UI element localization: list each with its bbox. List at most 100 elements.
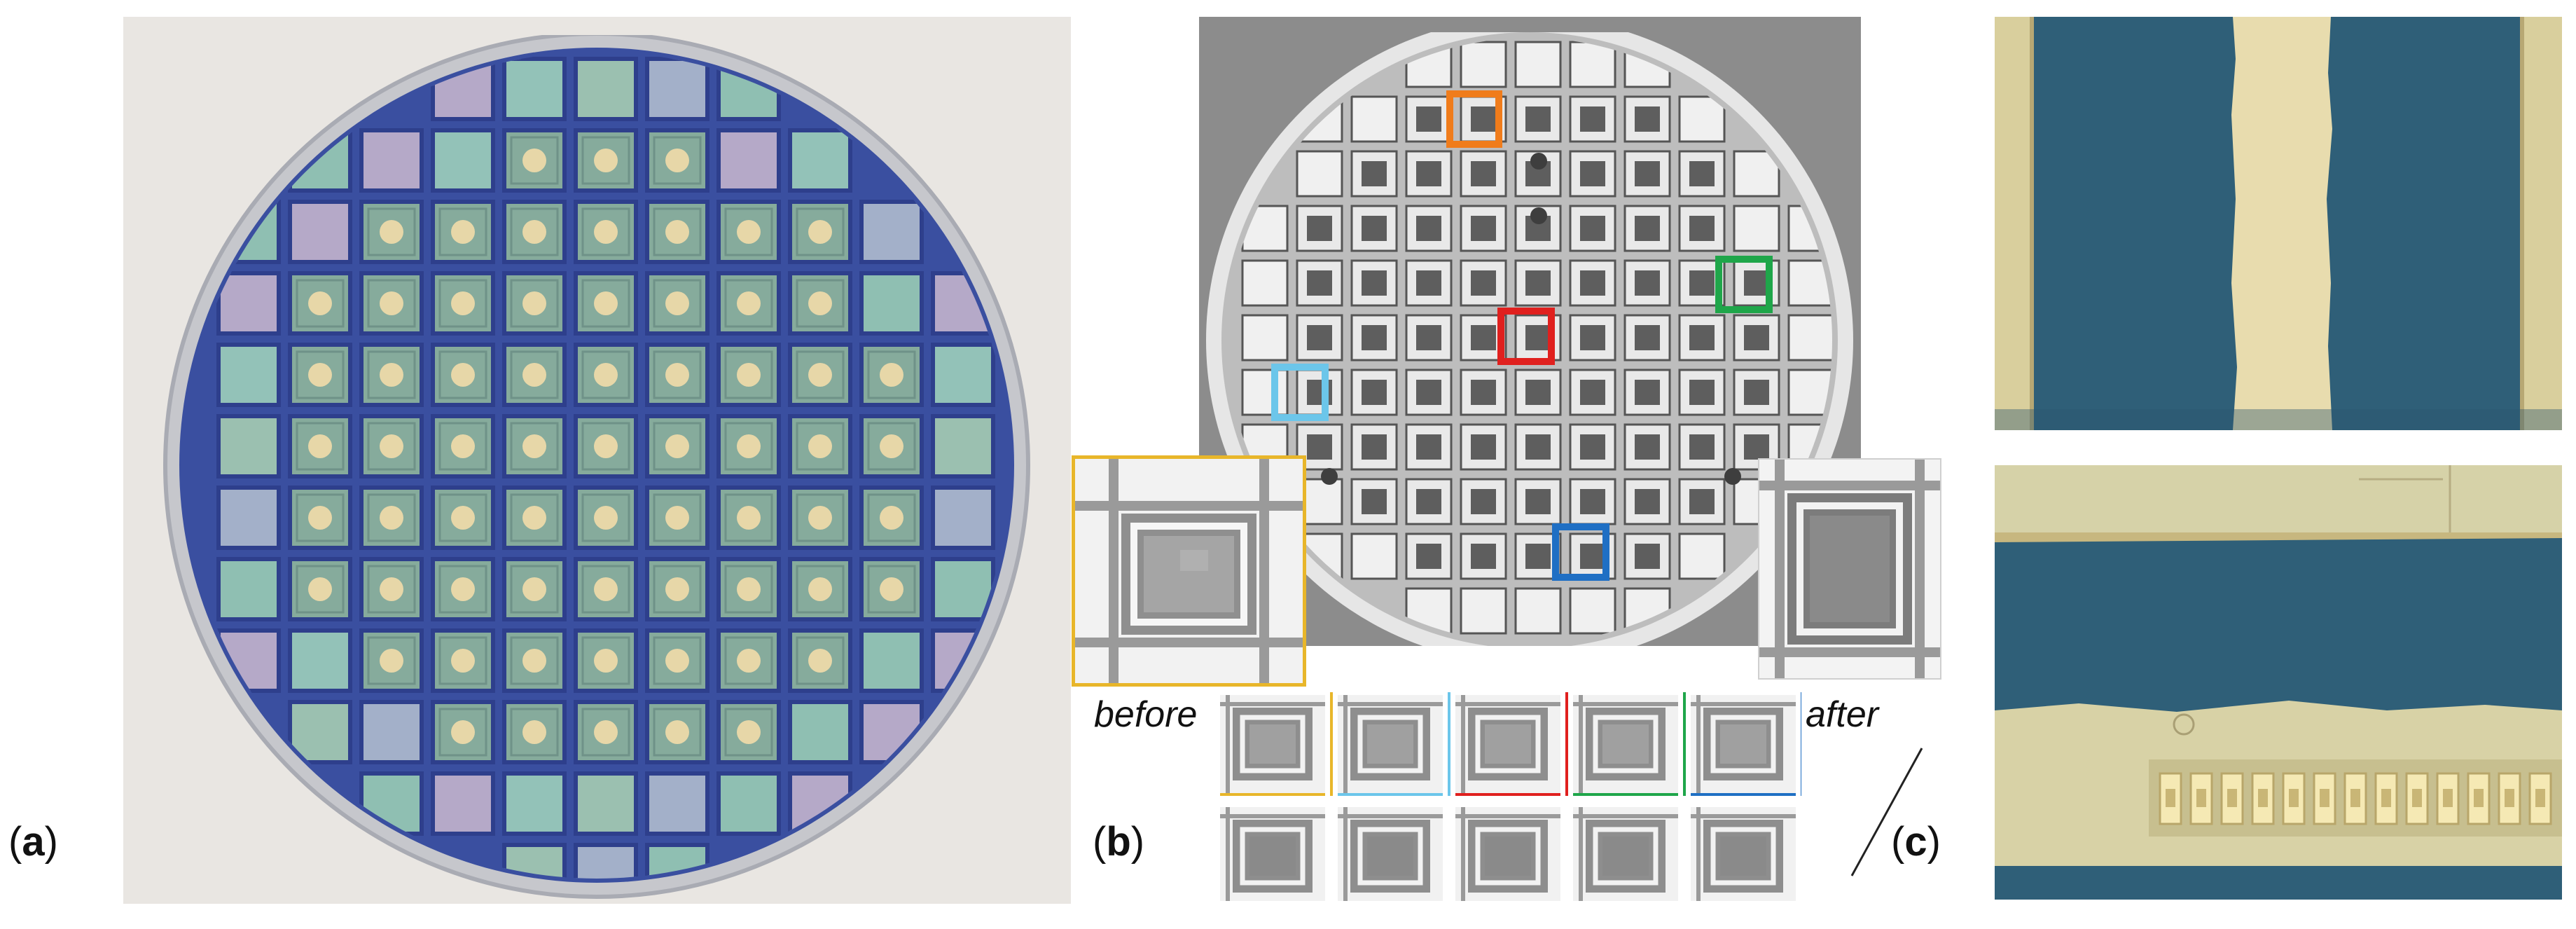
wafer-photo [123,17,1071,899]
contact-pad [808,291,832,315]
contact-pad [594,434,618,458]
contact-pad [594,577,618,601]
die [645,57,709,121]
contact-pad [880,434,903,458]
die [574,343,638,407]
thumbnail-after [1573,807,1678,901]
die [431,271,495,336]
die-gray [1350,95,1398,143]
panel-c-micrograph-bottom [1995,465,2562,900]
die-gray [1678,478,1726,525]
thumbnail-before [1691,692,1801,796]
contact-pad [808,649,832,673]
contact-pad [380,363,403,387]
contact-pad [380,506,403,530]
contact-pad [737,291,761,315]
contact-pad [451,720,475,744]
die [931,557,995,621]
contact-pad [451,506,475,530]
contact-pad [522,720,546,744]
contact-pad [380,291,403,315]
die [216,343,281,407]
die [359,128,424,193]
contact-pad [380,434,403,458]
contact-pad [380,220,403,244]
thumbnail-before [1573,692,1686,796]
die-gray [1787,314,1832,362]
contact-pad [308,506,332,530]
panel-c-label: (c) [1891,819,1941,865]
probe-pad-row [2159,772,2552,825]
contact-pad [808,363,832,387]
die-gray [1514,423,1562,471]
contact-pad [594,363,618,387]
panel-b-label: (b) [1093,819,1145,865]
after-caption: after [1806,694,1879,735]
contact-pad [451,649,475,673]
die [216,486,281,550]
die [502,628,567,693]
panel-b-wafer-image [1199,17,1861,646]
contact-pad [665,649,689,673]
die-gray [1241,259,1289,307]
die-grid [216,57,995,879]
contact-pad [737,434,761,458]
contact-pad [522,434,546,458]
after-inset [1758,458,1941,680]
contact-pad [665,291,689,315]
die [502,57,567,121]
die [645,414,709,479]
die [716,557,781,621]
contact-pad [594,720,618,744]
die-gray [1514,41,1562,88]
wafer-grayscale [1199,17,1861,646]
die-gray [1405,478,1453,525]
die-gray [1733,150,1780,198]
die [288,200,352,264]
die [859,271,924,336]
contact-pad [808,434,832,458]
highlight-blue [1552,523,1609,581]
contact-pad [665,363,689,387]
die-gray [1733,205,1780,252]
contact-pad [594,291,618,315]
contact-pad [451,363,475,387]
contact-pad [737,577,761,601]
contact-pad [880,363,903,387]
contact-pad [808,506,832,530]
die [431,771,495,836]
die [502,771,567,836]
thumbnail-strip [1220,691,1801,901]
contact-pad [522,506,546,530]
contact-pad [665,577,689,601]
contact-pad [451,291,475,315]
die-gray [1514,95,1562,143]
die [788,343,852,407]
contact-pad [665,506,689,530]
die-gray [1405,150,1453,198]
die [288,700,352,764]
contact-pad [665,434,689,458]
contact-pad [808,220,832,244]
contact-pad [737,220,761,244]
contact-pad [665,720,689,744]
contact-pad [522,149,546,172]
die [645,771,709,836]
die-gray [1623,478,1671,525]
die [216,414,281,479]
contact-pad [308,291,332,315]
contact-pad [380,649,403,673]
die [574,57,638,121]
panel-a-photo [123,17,1071,904]
after-pointer-line [1850,748,1923,876]
thumbnail-before [1220,692,1333,796]
die [359,271,424,336]
panel-c-micrograph-top [1995,17,2562,430]
die [859,343,924,407]
thumbnail-after [1338,807,1443,901]
before-inset [1072,455,1306,687]
thumbnail-before [1455,692,1568,796]
contact-pad [308,577,332,601]
die [216,271,281,336]
die-gray [1569,41,1616,88]
